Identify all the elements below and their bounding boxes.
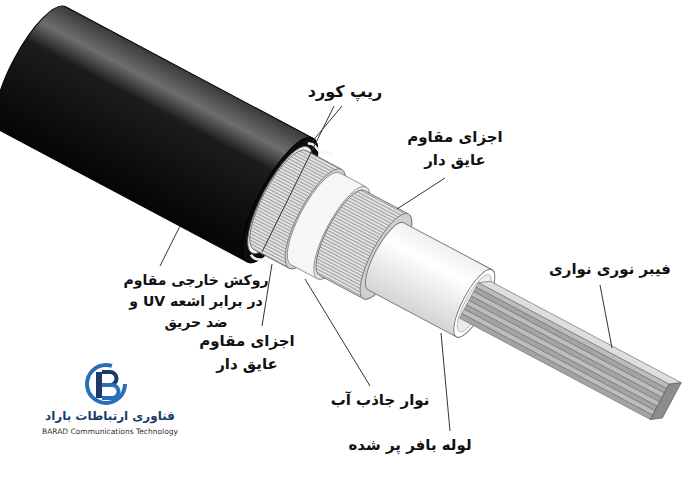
company-logo xyxy=(87,365,125,403)
logo-text: فناوری ارتباطات باراد xyxy=(40,407,180,425)
part-label: اجزای مقاوم عایق دار xyxy=(400,126,510,171)
leader-line xyxy=(441,333,450,431)
leader-line xyxy=(397,178,445,209)
rip-cord xyxy=(250,253,276,269)
ribbon xyxy=(471,292,664,398)
part-label: ریپ کورد xyxy=(290,80,400,104)
logo-mark xyxy=(102,385,119,398)
part-label: روکش خارجی مقاوم در برابر اشعه UV و ضد ح… xyxy=(122,270,270,333)
ribbon xyxy=(460,314,653,420)
rip-cord xyxy=(307,142,333,158)
cable-drawing xyxy=(0,0,700,468)
leader-line xyxy=(262,106,334,252)
logo-subtitle: BARAD Communications Technology xyxy=(40,426,180,437)
ribbon xyxy=(464,305,657,411)
ribbon xyxy=(467,300,660,406)
logo-mark xyxy=(96,372,102,398)
leader-line xyxy=(160,226,180,266)
leader-line xyxy=(600,285,612,348)
part-label: نوار جاذب آب xyxy=(325,389,435,412)
fiber-ribbon-stack xyxy=(460,277,682,425)
ribbon xyxy=(462,309,655,415)
ribbon xyxy=(469,296,662,402)
ribbon-end xyxy=(650,378,681,424)
leader-line xyxy=(311,106,342,143)
part-label: فیبر نوری نواری xyxy=(530,258,690,281)
leader-line xyxy=(305,279,370,386)
part-label: لوله بافر پر شده xyxy=(340,434,480,457)
leader-lines xyxy=(160,106,612,431)
logo-ring xyxy=(87,365,125,403)
part-label: اجزای مقاوم عایق دار xyxy=(192,330,302,375)
